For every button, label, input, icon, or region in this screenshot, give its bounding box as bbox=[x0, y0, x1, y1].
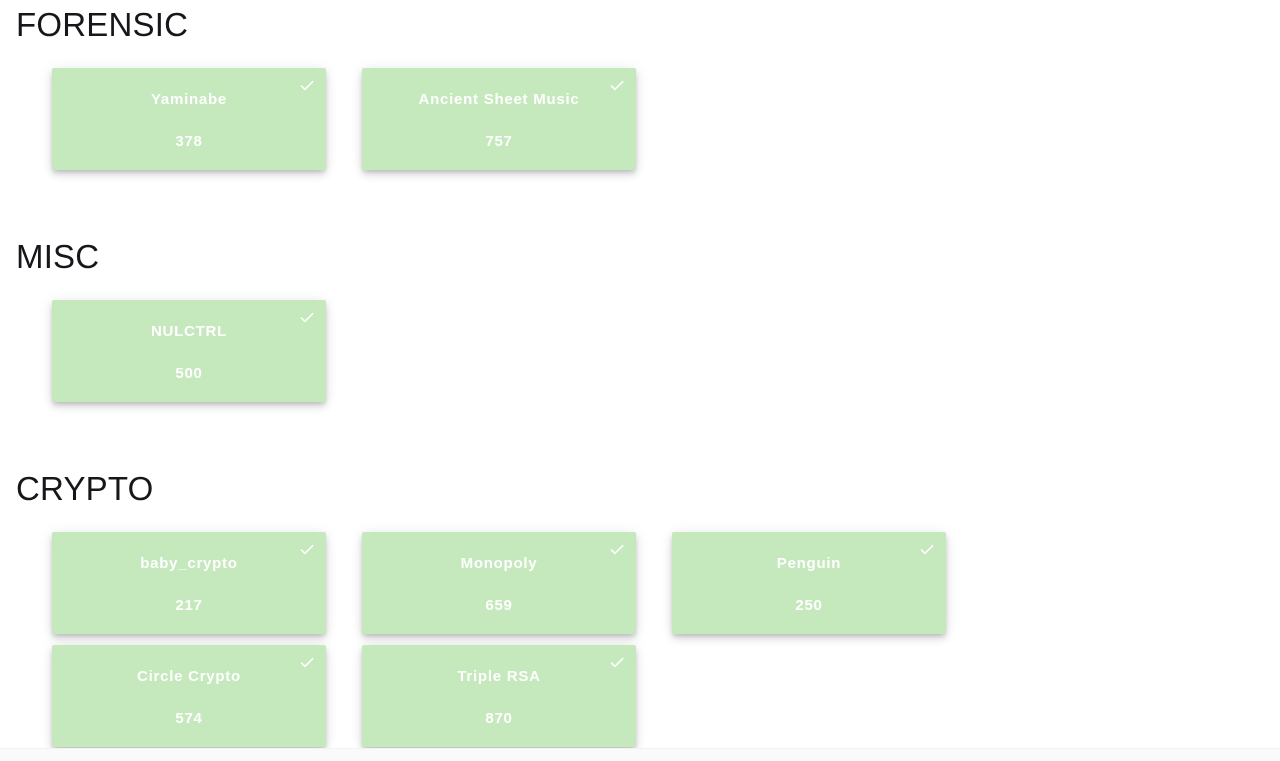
challenge-card[interactable]: Penguin 250 bbox=[672, 532, 946, 634]
category-title-crypto: CRYPTO bbox=[16, 470, 154, 507]
challenge-grid-misc: NULCTRL 500 bbox=[0, 300, 1280, 413]
challenge-card[interactable]: Ancient Sheet Music 757 bbox=[362, 68, 636, 170]
check-icon bbox=[608, 653, 626, 671]
challenge-card[interactable]: Triple RSA 870 bbox=[362, 645, 636, 747]
challenge-name: Circle Crypto bbox=[137, 668, 241, 685]
challenge-points: 500 bbox=[175, 365, 203, 382]
check-icon bbox=[298, 653, 316, 671]
category-section-misc: MISC NULCTRL 500 bbox=[0, 181, 1280, 413]
challenge-card[interactable]: Monopoly 659 bbox=[362, 532, 636, 634]
challenge-card[interactable]: Circle Crypto 574 bbox=[52, 645, 326, 747]
challenge-name: Monopoly bbox=[460, 555, 538, 572]
footer-band bbox=[0, 748, 1280, 761]
check-icon bbox=[298, 308, 316, 326]
challenge-points: 870 bbox=[485, 710, 513, 727]
challenge-name: baby_crypto bbox=[140, 555, 238, 572]
check-icon bbox=[608, 540, 626, 558]
check-icon bbox=[298, 540, 316, 558]
challenge-points: 659 bbox=[485, 597, 513, 614]
challenge-card[interactable]: baby_crypto 217 bbox=[52, 532, 326, 634]
challenge-points: 217 bbox=[175, 597, 203, 614]
challenge-grid-forensic: Yaminabe 378 Ancient Sheet Music 757 bbox=[0, 68, 1280, 181]
challenge-name: Yaminabe bbox=[150, 91, 228, 108]
challenge-name: NULCTRL bbox=[150, 323, 228, 340]
category-title-misc: MISC bbox=[16, 238, 100, 275]
challenge-name: Triple RSA bbox=[457, 668, 541, 685]
challenge-name: Ancient Sheet Music bbox=[418, 91, 580, 108]
check-icon bbox=[608, 76, 626, 94]
challenge-card[interactable]: Yaminabe 378 bbox=[52, 68, 326, 170]
category-section-crypto: CRYPTO baby_crypto 217 bbox=[0, 413, 1280, 748]
challenge-points: 574 bbox=[175, 710, 203, 727]
challenge-grid-crypto: baby_crypto 217 Monopoly 659 bbox=[0, 532, 1280, 748]
check-icon bbox=[298, 76, 316, 94]
challenge-card[interactable]: NULCTRL 500 bbox=[52, 300, 326, 402]
category-section-forensic: FORENSIC Yaminabe 378 bbox=[0, 0, 1280, 181]
challenge-points: 250 bbox=[795, 597, 823, 614]
challenge-points: 378 bbox=[175, 133, 203, 150]
challenge-name: Penguin bbox=[776, 555, 842, 572]
category-title-forensic: FORENSIC bbox=[16, 6, 189, 43]
challenge-points: 757 bbox=[485, 133, 513, 150]
check-icon bbox=[918, 540, 936, 558]
